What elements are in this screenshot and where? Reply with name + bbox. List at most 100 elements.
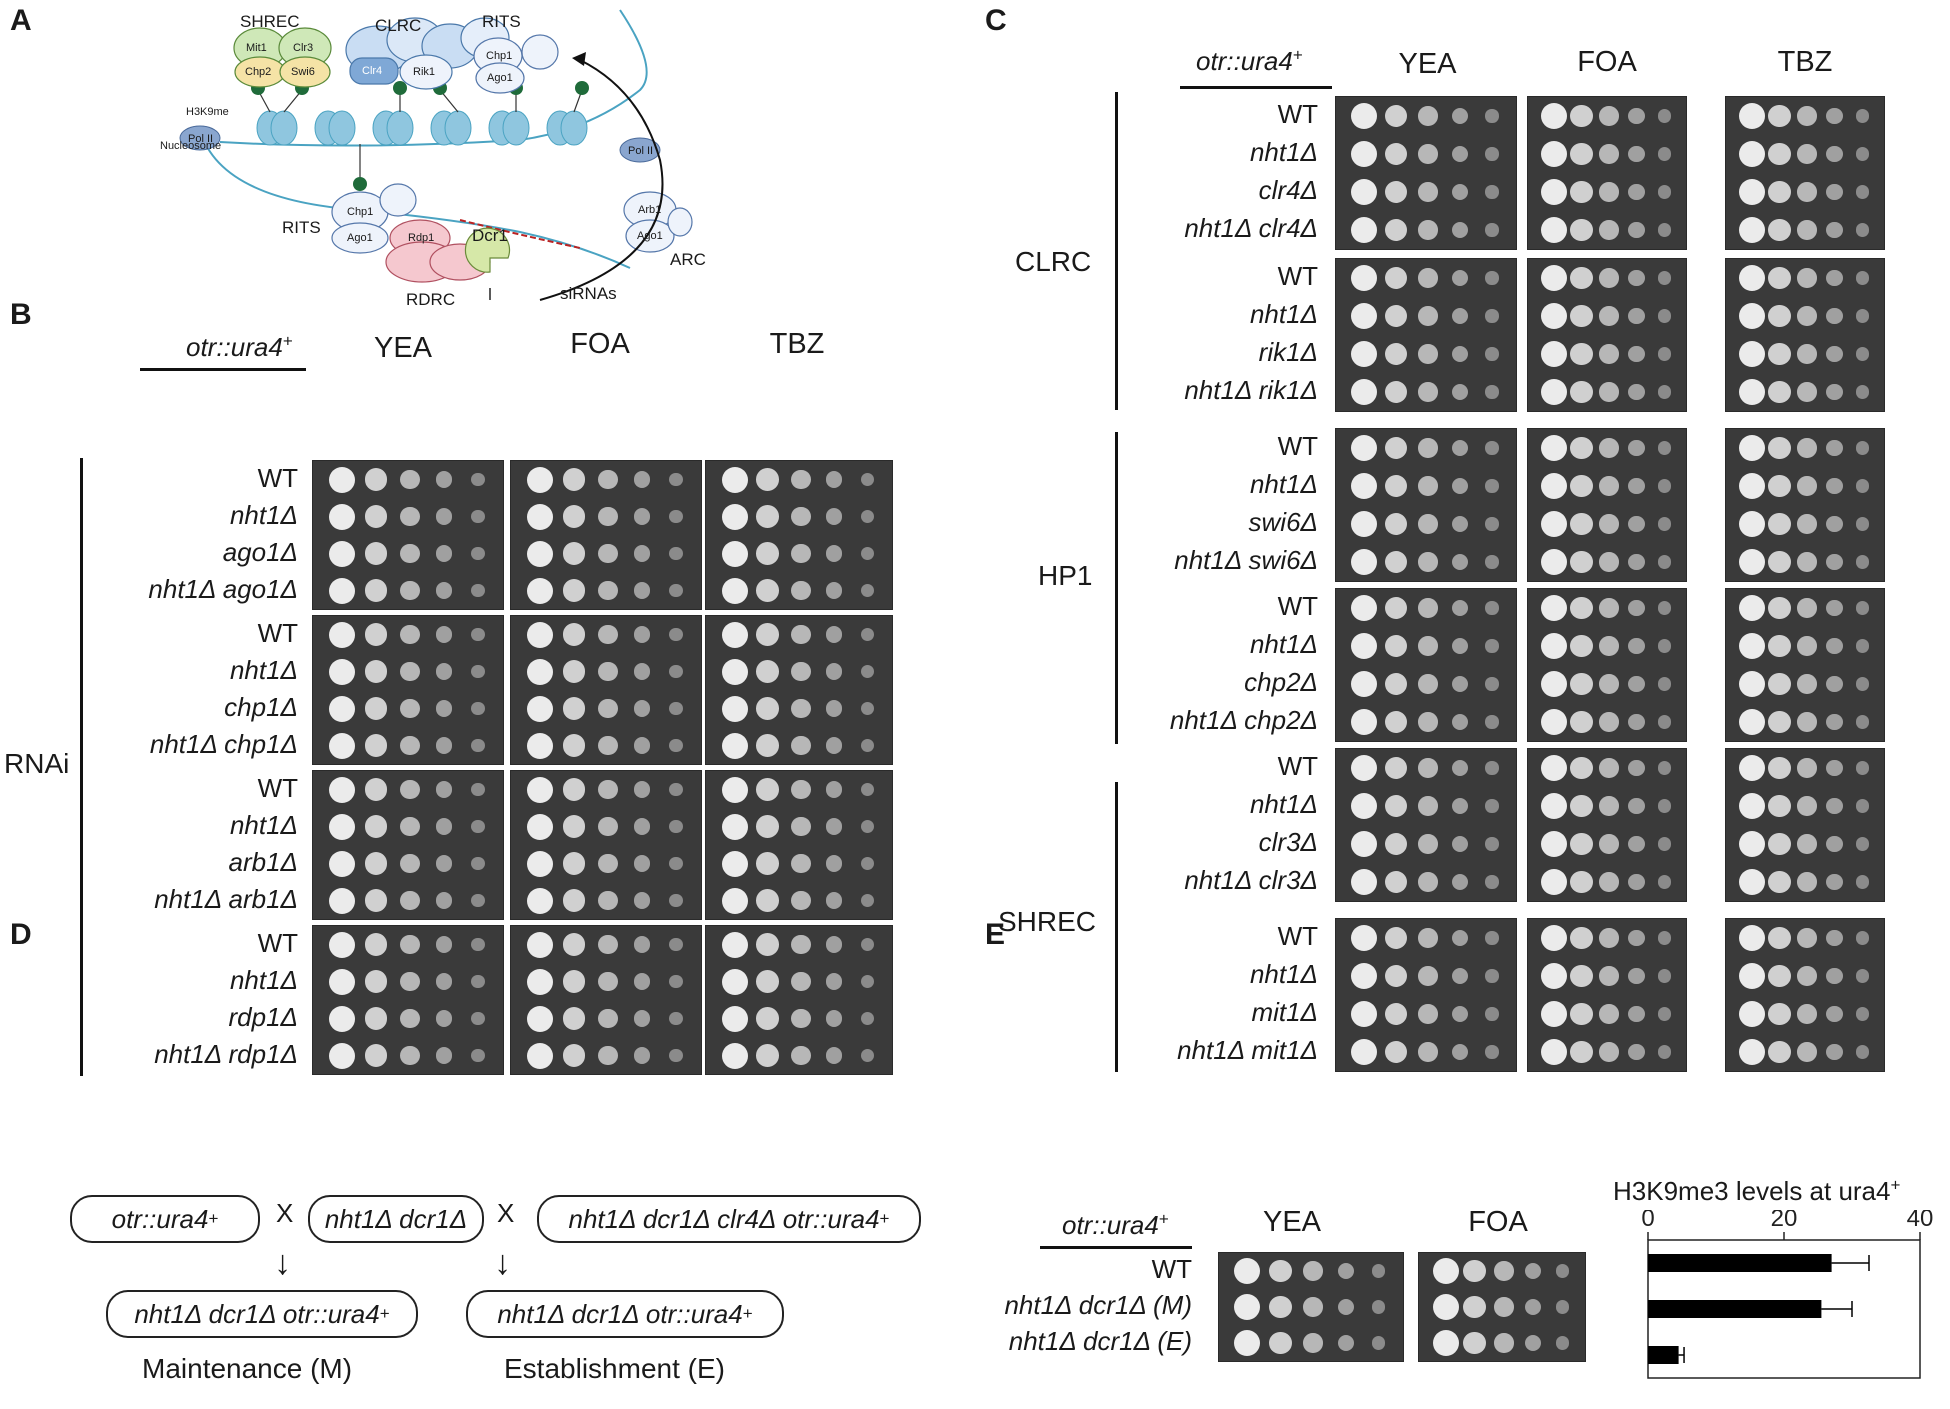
panel-c-block-1-strain-2: nht1Δ	[1249, 137, 1318, 167]
colony-spot	[669, 893, 683, 908]
colony-spot	[1494, 1297, 1514, 1317]
colony-spot	[1540, 473, 1567, 499]
colony-spot	[1451, 269, 1469, 287]
colony-spot	[1599, 438, 1619, 458]
colony-spot	[1485, 761, 1499, 775]
colony-spot	[1738, 869, 1765, 895]
colony-spot	[527, 1005, 553, 1032]
colony-spot	[1657, 479, 1671, 493]
colony-spot	[400, 506, 420, 527]
colony-spot	[1303, 1297, 1323, 1317]
colony-spot	[1657, 969, 1671, 983]
colony-spot	[527, 850, 553, 877]
panel-b-block-1-strain-3: ago1Δ	[222, 536, 298, 567]
colony-spot	[1826, 477, 1843, 495]
colony-spot	[364, 933, 388, 956]
colony-spot	[1485, 271, 1499, 285]
colony-spot	[364, 542, 388, 565]
parent-strain-otr: otr::ura4+	[70, 1195, 260, 1243]
colony-spot	[1351, 963, 1377, 989]
colony-spot	[1855, 309, 1869, 323]
colony-spot	[329, 968, 355, 995]
colony-spot	[1540, 1001, 1567, 1027]
colony-spot	[1384, 756, 1408, 780]
panel-b-plate-3-yea	[312, 770, 504, 920]
colony-spot	[1657, 761, 1671, 775]
colony-spot	[1657, 385, 1671, 399]
colony-spot	[1797, 758, 1817, 778]
colony-spot	[1418, 872, 1438, 892]
colony-spot	[1657, 185, 1671, 199]
colony-spot	[598, 816, 618, 837]
panel-b-plate-4-yea	[312, 925, 504, 1075]
colony-spot	[669, 472, 683, 487]
colony-spot	[1826, 967, 1843, 985]
colony-spot	[1485, 1045, 1499, 1059]
colony-spot	[1485, 385, 1499, 399]
panel-b-block-2-strain-3: chp1Δ	[224, 691, 298, 722]
colony-spot	[435, 582, 453, 599]
colony-spot	[562, 852, 586, 875]
colony-spot	[1351, 1039, 1377, 1065]
arc-label: ARC	[670, 250, 706, 269]
colony-spot	[1797, 344, 1817, 364]
colony-spot	[1826, 145, 1843, 163]
colony-spot	[756, 579, 780, 602]
colony-spot	[1797, 834, 1817, 854]
colony-spot	[1540, 963, 1567, 989]
colony-spot	[1384, 596, 1408, 620]
colony-spot	[435, 508, 453, 525]
colony-spot	[791, 735, 811, 756]
colony-spot	[435, 471, 453, 488]
colony-spot	[1384, 672, 1408, 696]
colony-spot	[435, 626, 453, 643]
colony-spot	[1451, 515, 1469, 533]
colony-spot	[364, 623, 388, 646]
colony-spot	[471, 937, 485, 952]
colony-spot	[1351, 473, 1377, 499]
colony-spot	[1540, 549, 1567, 575]
colony-spot	[562, 1007, 586, 1030]
colony-spot	[826, 781, 843, 798]
colony-spot	[633, 508, 651, 525]
panel-e-strain-3: nht1Δ dcr1Δ (E)	[1008, 1326, 1192, 1356]
colony-spot	[756, 468, 780, 491]
colony-spot	[1797, 438, 1817, 458]
chp2-label: Chp2	[245, 66, 272, 78]
colony-spot	[1826, 345, 1843, 363]
colony-spot	[1540, 103, 1567, 129]
colony-spot	[471, 738, 485, 753]
colony-spot	[669, 701, 683, 716]
colony-spot	[471, 782, 485, 797]
colony-spot	[1797, 220, 1817, 240]
colony-spot	[756, 1007, 780, 1030]
colony-spot	[1540, 379, 1567, 405]
panel-c-block-4-strain-2: nht1Δ	[1249, 629, 1318, 659]
colony-spot	[1351, 141, 1377, 167]
colony-spot	[1485, 799, 1499, 813]
colony-spot	[1826, 515, 1843, 533]
colony-spot	[562, 660, 586, 683]
colony-spot	[471, 472, 485, 487]
panel-b-header-tbz: TBZ	[769, 328, 825, 360]
colony-spot	[364, 852, 388, 875]
panel-c-plate-2-yea	[1335, 258, 1517, 412]
colony-spot	[860, 701, 874, 716]
colony-spot	[1418, 106, 1438, 126]
colony-spot	[598, 543, 618, 564]
colony-spot	[1826, 269, 1843, 287]
colony-spot	[633, 855, 651, 872]
panel-c-otr-underline	[1180, 86, 1332, 89]
colony-spot	[1570, 380, 1593, 404]
panel-b-block-3-strain-1: WT	[257, 772, 298, 803]
colony-spot	[527, 776, 553, 803]
colony-spot	[1540, 869, 1567, 895]
colony-spot	[1570, 710, 1593, 734]
panel-b-block-2-strain-2: nht1Δ	[229, 654, 298, 685]
colony-spot	[721, 813, 748, 840]
colony-spot	[1826, 637, 1843, 655]
chp1-top-label: Chp1	[486, 50, 513, 62]
chart-title: H3K9me3 levels at ura4+	[1613, 1175, 1901, 1206]
colony-spot	[721, 931, 748, 958]
panel-c-block-6-strain-1: WT	[1277, 921, 1318, 951]
